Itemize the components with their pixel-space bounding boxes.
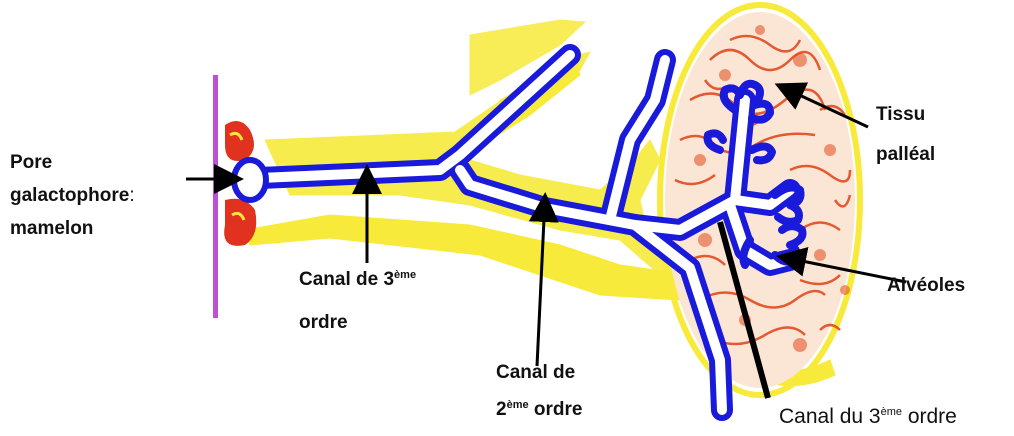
label-canal3-line2: ordre xyxy=(299,312,348,333)
label-canal3-word: Canal de 3 xyxy=(299,269,394,290)
label-alveoles: Alvéoles xyxy=(887,269,965,302)
label-canal2-sup: ème xyxy=(507,399,529,411)
label-canal3r-word: Canal du 3 xyxy=(779,405,881,428)
label-canal3-sup: ème xyxy=(394,269,416,281)
label-canal-3eme-ordre-left: Canal de 3ème ordre xyxy=(299,263,416,339)
label-pore-galactophore: Pore galactophore: mamelon xyxy=(10,146,135,245)
label-pore-colon: : xyxy=(129,185,134,206)
label-pore-line3: mamelon xyxy=(10,218,93,239)
label-canal3r-sup: ème xyxy=(881,406,902,418)
label-tissu-palleal: Tissu palléal xyxy=(876,98,935,171)
label-canal-du-3eme-ordre: Canal du 3ème ordre xyxy=(779,400,957,433)
label-canal3r-rest: ordre xyxy=(902,405,957,428)
nipple xyxy=(213,75,266,318)
label-canal2-line1: Canal de xyxy=(496,362,575,383)
label-alveoles-text: Alvéoles xyxy=(887,275,965,296)
label-canal2-rest: ordre xyxy=(529,399,583,420)
label-canal-2eme-ordre: Canal de 2ème ordre xyxy=(496,356,582,426)
label-tissu-line1: Tissu xyxy=(876,104,925,125)
label-pore-line1: Pore xyxy=(10,152,52,173)
label-canal2-num: 2 xyxy=(496,399,507,420)
label-pore-line2: galactophore xyxy=(10,185,129,206)
label-tissu-line2: palléal xyxy=(876,144,935,165)
